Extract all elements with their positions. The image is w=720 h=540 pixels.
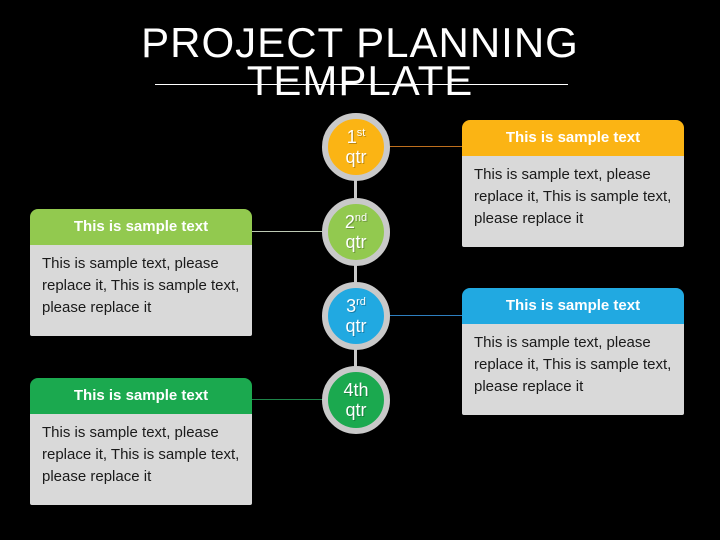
slide-title: PROJECT PLANNING TEMPLATE bbox=[0, 19, 720, 104]
callout-q4-body: This is sample text, please replace it, … bbox=[30, 414, 252, 505]
connector-q4-callout bbox=[250, 399, 324, 400]
connector-q1-callout bbox=[388, 146, 464, 147]
quarter-circle-2: 2nd qtr bbox=[322, 198, 390, 266]
quarter-label-2: 2nd qtr bbox=[344, 212, 368, 252]
callout-q2-body: This is sample text, please replace it, … bbox=[30, 245, 252, 336]
callout-q1-body: This is sample text, please replace it, … bbox=[462, 156, 684, 247]
callout-q2-header: This is sample text bbox=[30, 209, 252, 245]
connector-q3-q4 bbox=[354, 348, 357, 368]
quarter-label-1: 1st qtr bbox=[345, 127, 367, 167]
callout-q4-header: This is sample text bbox=[30, 378, 252, 414]
connector-q1-q2 bbox=[354, 179, 357, 200]
title-line-1: PROJECT PLANNING bbox=[141, 19, 579, 66]
quarter-label-4: 4th qtr bbox=[343, 380, 369, 420]
callout-q2: This is sample text This is sample text,… bbox=[30, 209, 252, 336]
quarter-label-3: 3rd qtr bbox=[345, 296, 367, 336]
connector-q3-callout bbox=[388, 315, 464, 316]
title-underline bbox=[155, 84, 568, 85]
callout-q1-header: This is sample text bbox=[462, 120, 684, 156]
callout-q1: This is sample text This is sample text,… bbox=[462, 120, 684, 247]
quarter-circle-3: 3rd qtr bbox=[322, 282, 390, 350]
callout-q3-body: This is sample text, please replace it, … bbox=[462, 324, 684, 415]
connector-q2-callout bbox=[250, 231, 324, 232]
callout-q4: This is sample text This is sample text,… bbox=[30, 378, 252, 505]
title-line-2: TEMPLATE bbox=[246, 57, 474, 104]
connector-q2-q3 bbox=[354, 264, 357, 284]
quarter-circle-4: 4th qtr bbox=[322, 366, 390, 434]
callout-q3: This is sample text This is sample text,… bbox=[462, 288, 684, 415]
callout-q3-header: This is sample text bbox=[462, 288, 684, 324]
quarter-circle-1: 1st qtr bbox=[322, 113, 390, 181]
